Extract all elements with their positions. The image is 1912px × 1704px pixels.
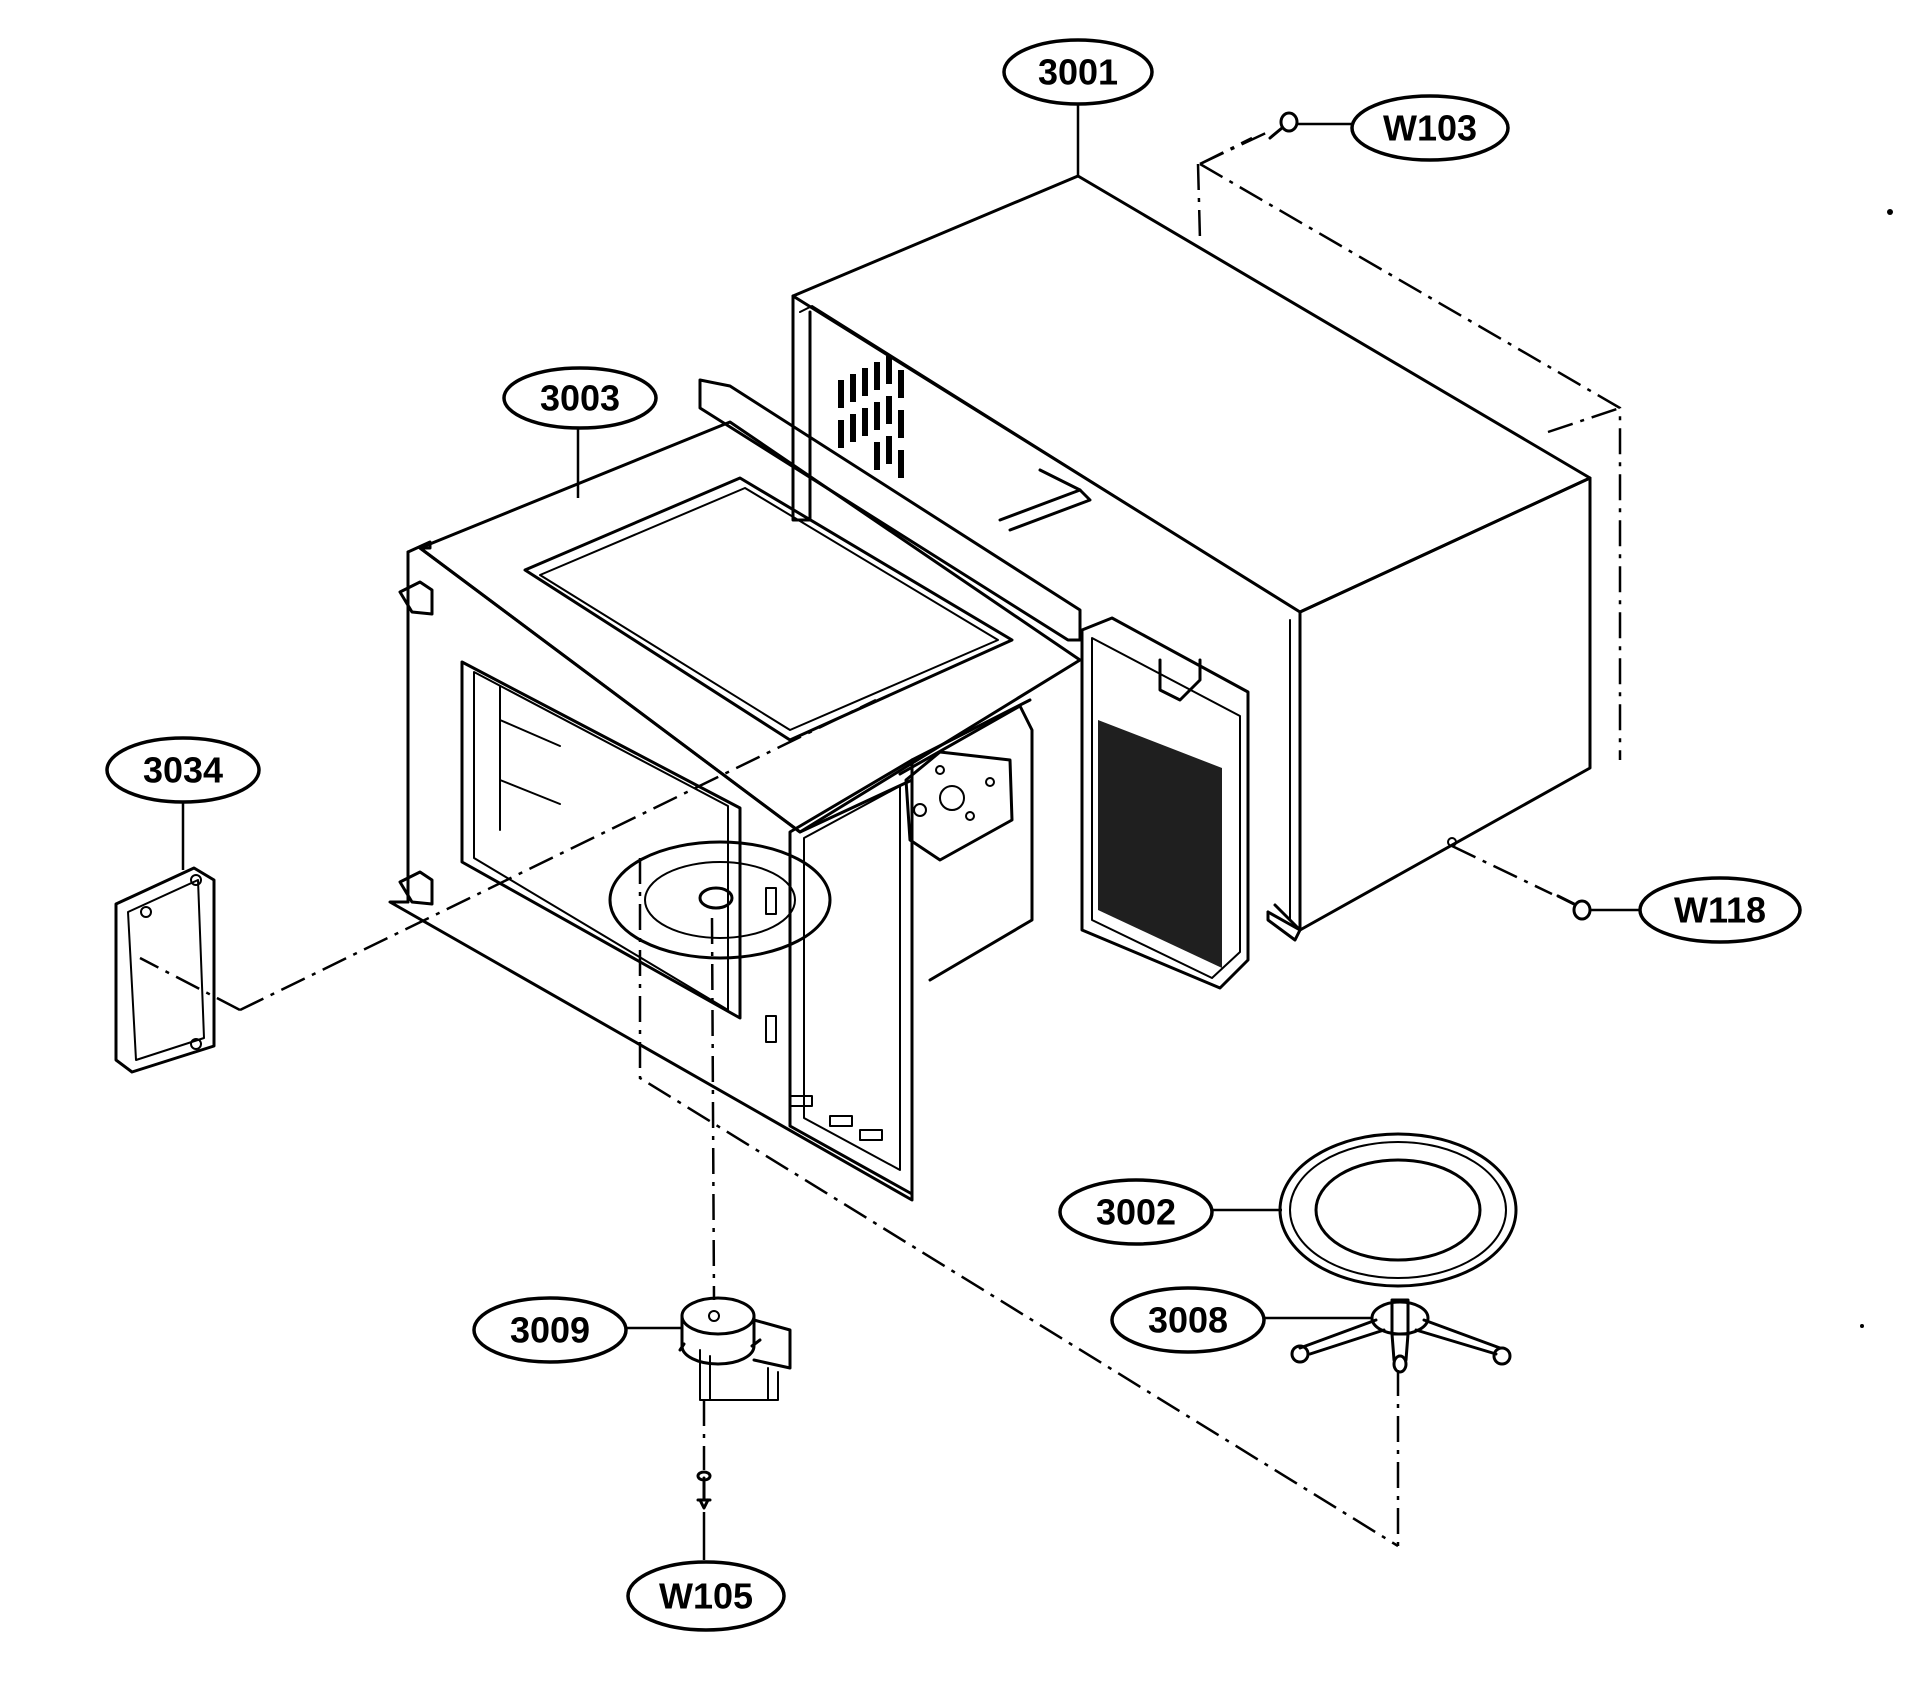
scan-speck [1887, 209, 1893, 215]
callout-w105: W105 [626, 1560, 786, 1632]
callout-label-w118: W118 [1674, 890, 1766, 931]
callout-label-3001: 3001 [1038, 52, 1118, 93]
callout-label-3003: 3003 [540, 378, 620, 419]
callout-3034: 3034 [105, 736, 261, 804]
rear-vent-grid [1098, 720, 1222, 968]
callout-label-3002: 3002 [1096, 1192, 1176, 1233]
screw-w105 [696, 1470, 712, 1510]
glass-turntable-tray-part [1278, 1132, 1518, 1288]
callout-label-w103: W103 [1383, 108, 1477, 149]
callout-w103: W103 [1350, 94, 1510, 162]
callout-w118: W118 [1638, 876, 1802, 944]
assembly-lines [139, 136, 1553, 1548]
callout-label-3009: 3009 [510, 1310, 590, 1351]
callout-3009: 3009 [472, 1296, 628, 1364]
oven-cavity-part [388, 378, 1250, 1202]
cabinet-back-outline [1196, 162, 1622, 760]
cabinet-vent-slots [838, 356, 904, 478]
callout-3008: 3008 [1110, 1286, 1266, 1354]
screw-w103 [1268, 111, 1299, 140]
scan-speck [1860, 1324, 1864, 1328]
leader-lines [181, 104, 1640, 1560]
callout-label-3008: 3008 [1148, 1300, 1228, 1341]
callout-3001: 3001 [1002, 38, 1154, 106]
roller-ring-coupler-part [1290, 1298, 1512, 1374]
waveguide-cover-part [114, 866, 216, 1074]
turntable-motor-part [678, 1296, 792, 1401]
callout-3003: 3003 [502, 366, 658, 430]
callout-label-3034: 3034 [143, 750, 223, 791]
callout-3002: 3002 [1058, 1178, 1214, 1246]
outer-cabinet-part [791, 174, 1592, 942]
callout-label-w105: W105 [659, 1576, 753, 1617]
screw-w118 [1556, 894, 1592, 921]
